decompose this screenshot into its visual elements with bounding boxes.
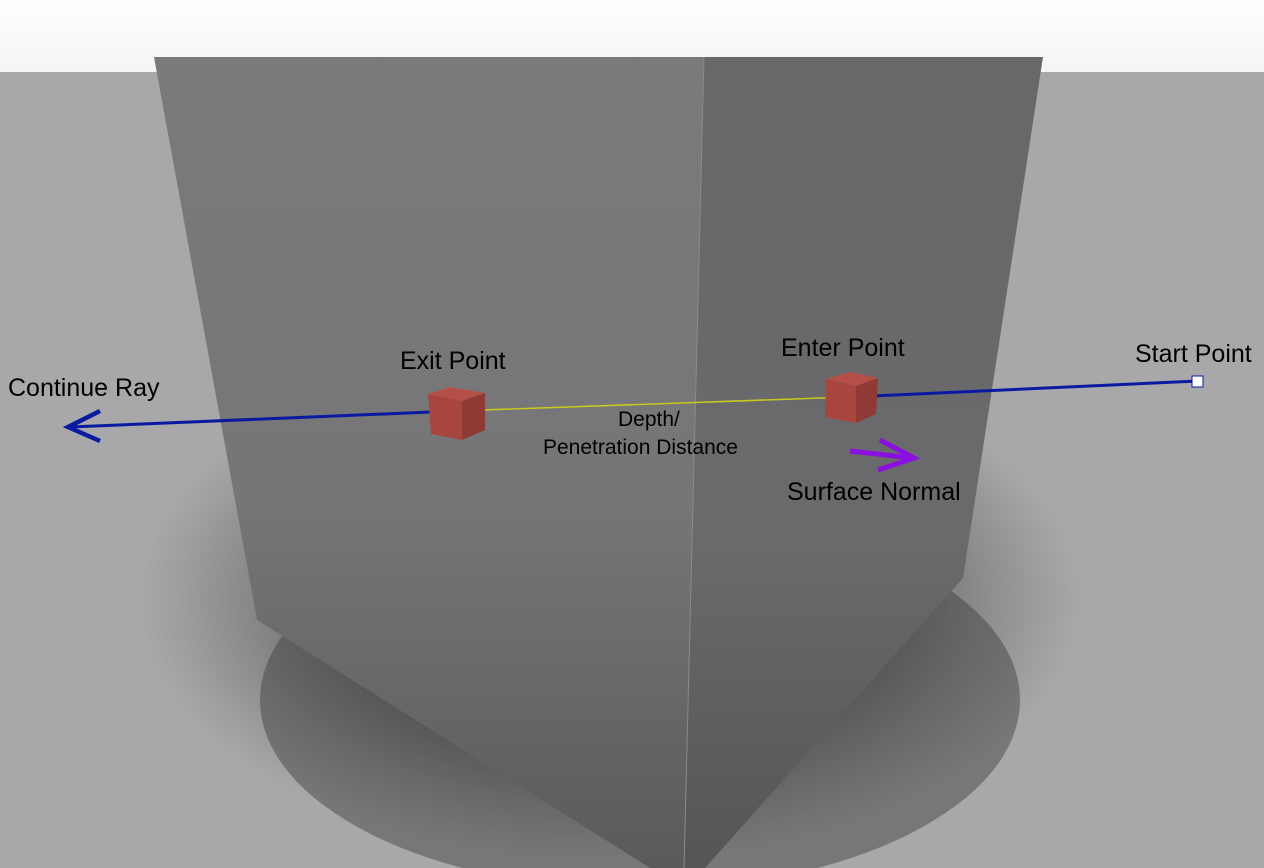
- enter-point-cube-icon: [825, 372, 878, 423]
- ray-incoming-segment: [849, 379, 1199, 399]
- enter-point-label: Enter Point: [781, 334, 905, 362]
- depth-label-line2: Penetration Distance: [543, 436, 738, 459]
- ray-continue-segment: [69, 409, 456, 429]
- block-left-face: [154, 57, 704, 868]
- arrow-left-icon: [62, 408, 102, 444]
- arrow-right-icon: [849, 437, 921, 473]
- block-edge: [683, 56, 705, 868]
- penetration-segment: [454, 396, 851, 412]
- exit-point-label: Exit Point: [400, 347, 506, 375]
- start-point-label: Start Point: [1135, 340, 1252, 368]
- exit-point-cube-icon: [428, 387, 485, 440]
- continue-ray-label: Continue Ray: [8, 374, 160, 402]
- block-right-face: [684, 57, 1043, 868]
- surface-normal-label: Surface Normal: [787, 478, 961, 506]
- depth-label-line1: Depth/: [618, 408, 680, 431]
- start-point-marker: [1191, 375, 1204, 388]
